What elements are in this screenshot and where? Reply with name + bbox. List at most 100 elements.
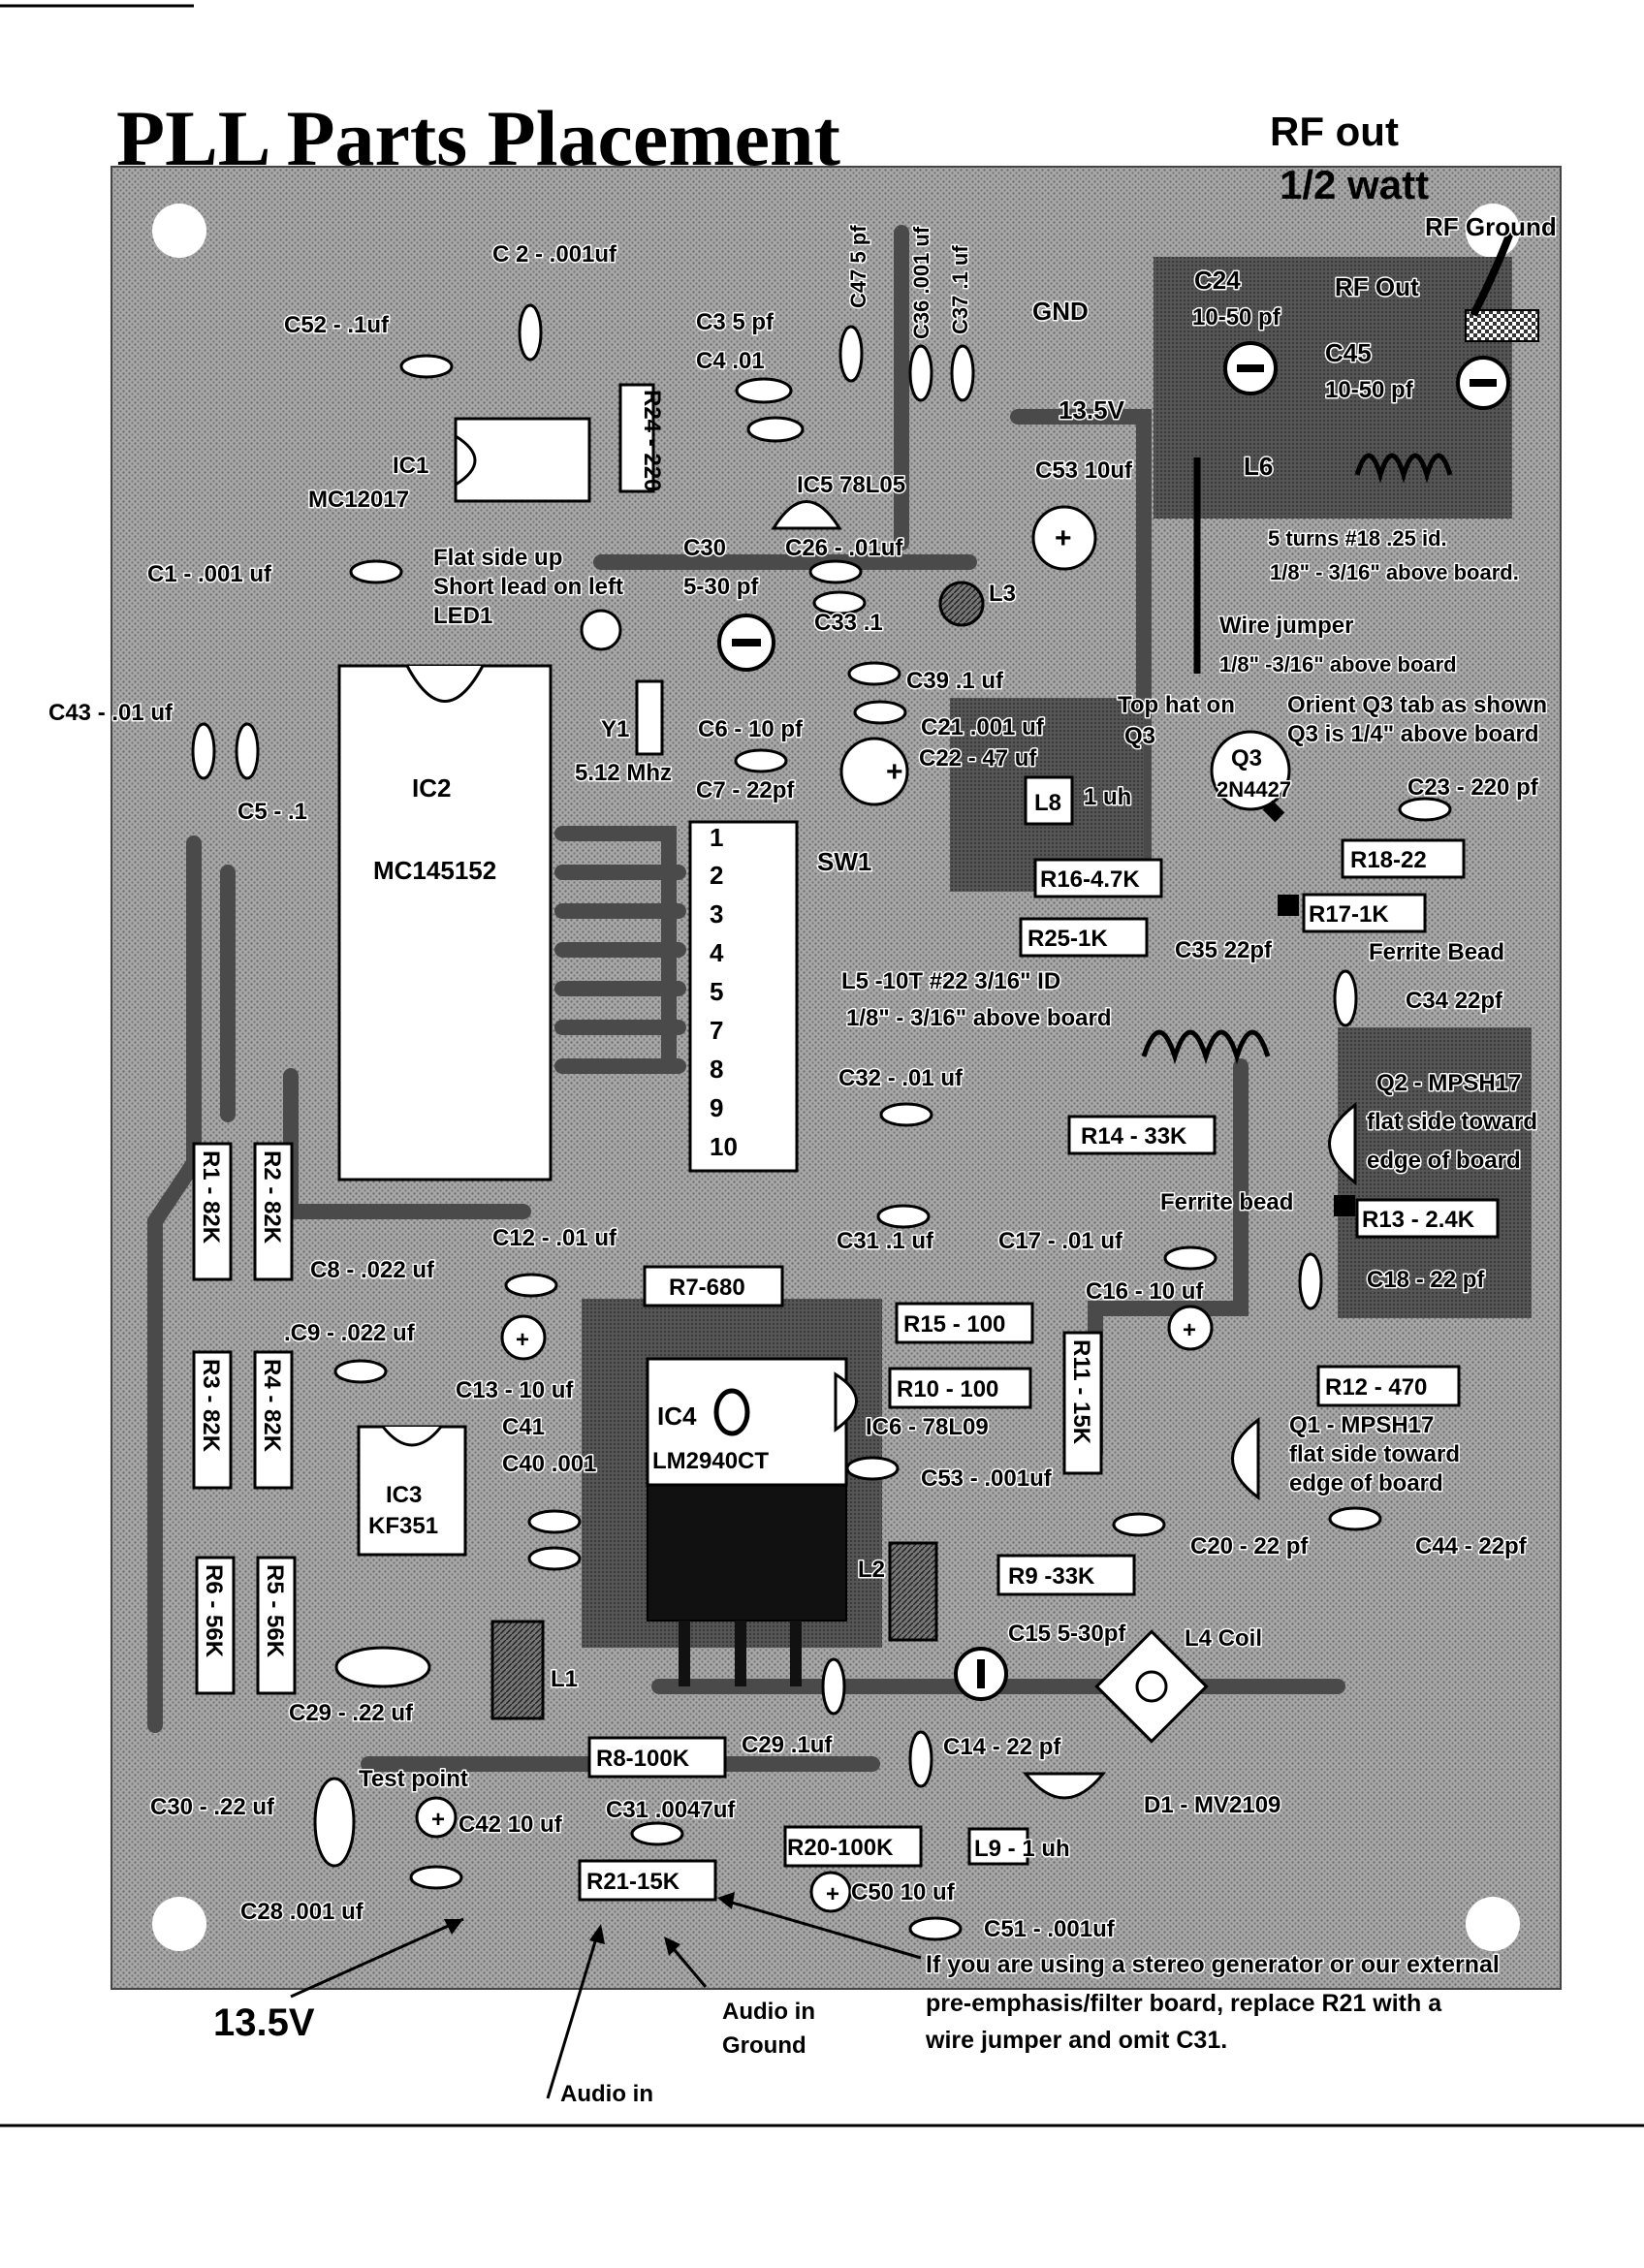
ground-plane	[1338, 1027, 1532, 1318]
svg-text:R5 - 56K: R5 - 56K	[262, 1564, 288, 1658]
l3-coil	[938, 581, 985, 627]
resistor-r25: R25-1K	[1019, 917, 1149, 958]
note-line-1: If you are using a stereo generator or o…	[926, 1951, 1500, 1978]
c22-polarity-icon: +	[886, 756, 903, 788]
svg-text:R15 - 100: R15 - 100	[903, 1311, 1005, 1338]
ic1-notch	[455, 434, 477, 487]
c42-electrolytic	[415, 1796, 458, 1839]
arrow-audio-in	[546, 1928, 601, 2099]
y1-crystal	[635, 679, 664, 756]
svg-text:R11 - 15K: R11 - 15K	[1068, 1339, 1094, 1445]
capacitor	[908, 1916, 963, 1941]
capacitor	[734, 748, 788, 773]
capacitor	[1163, 1245, 1217, 1271]
ic2-notch	[405, 665, 485, 703]
arrow-audio-in-head	[589, 1924, 605, 1944]
label-c30-value: 5-30 pf	[683, 574, 759, 600]
label-c23: C23 - 220 pf	[1407, 774, 1539, 801]
svg-text:R17-1K: R17-1K	[1309, 901, 1389, 928]
label-q1-flat: flat side toward	[1289, 1441, 1460, 1467]
label-c40: C40 .001	[502, 1451, 596, 1477]
resistor-r12: R12 - 470	[1316, 1365, 1461, 1407]
label-c41: C41	[502, 1414, 545, 1440]
label-c5: C5 - .1	[237, 799, 307, 825]
resistor-r20: R20-100K	[783, 1825, 923, 1868]
label-l4: L4 Coil	[1185, 1625, 1262, 1652]
label-c21: C21 .001 uf	[921, 714, 1045, 740]
q3-transistor	[1210, 730, 1291, 811]
mounting-hole	[152, 1897, 206, 1951]
label-c34: C34 22pf	[1406, 988, 1503, 1014]
ic4-leg	[735, 1621, 746, 1686]
ic4-hole	[713, 1388, 750, 1436]
label-l2: L2	[858, 1557, 885, 1583]
svg-text:R6 - 56K: R6 - 56K	[201, 1564, 227, 1658]
label-audio-in-ground-2: Ground	[722, 2032, 806, 2059]
label-ferrite-bead-2: Ferrite bead	[1160, 1189, 1293, 1215]
label-c51: C51 - .001uf	[984, 1916, 1116, 1942]
capacitor	[527, 1546, 582, 1571]
label-rf-ground: RF Ground	[1425, 212, 1557, 241]
c30-trimmer-slot	[732, 639, 761, 646]
rf-out-power: 1/2 watt	[1280, 162, 1429, 207]
label-c42: C42 10 uf	[458, 1811, 563, 1838]
label-c36: C36 .001 uf	[909, 226, 933, 339]
label-y1: Y1	[601, 716, 629, 742]
q1-transistor	[1231, 1416, 1260, 1501]
label-l8-value: 1 uh	[1084, 784, 1131, 810]
label-c4: C4 .01	[696, 348, 765, 374]
capacitor	[847, 661, 901, 686]
ic5-regulator	[771, 500, 842, 530]
note-line-2: pre-emphasis/filter board, replace R21 w…	[926, 1990, 1442, 2017]
label-c47: C47 5 pf	[846, 225, 870, 308]
arrow-13-5v	[290, 1917, 464, 1999]
ic4-leg	[679, 1621, 690, 1686]
label-short-lead: Short lead on left	[433, 574, 623, 600]
capacitor	[334, 1646, 431, 1688]
svg-text:R10 - 100: R10 - 100	[897, 1376, 998, 1402]
c22-electrolytic	[839, 737, 909, 806]
label-c44: C44 - 22pf	[1415, 1533, 1528, 1559]
label-c24: C24	[1194, 266, 1241, 295]
label-led1: LED1	[433, 603, 492, 629]
sw1-positions: 1 2 3 4 5 7 8 9 10	[710, 823, 738, 1161]
resistor-r16: R16-4.7K	[1033, 858, 1163, 898]
ic1-ref: IC1	[393, 453, 428, 479]
label-c30: C30	[683, 535, 726, 561]
svg-text:R8-100K: R8-100K	[596, 1746, 690, 1772]
capacitor	[313, 1777, 356, 1868]
label-flat-side: Flat side up	[433, 545, 562, 571]
label-l5-height: 1/8" - 3/16" above board	[846, 1005, 1112, 1031]
resistor-r13: R13 - 2.4K	[1355, 1198, 1500, 1239]
label-q2: Q2 - MPSH17	[1376, 1070, 1521, 1096]
c45-trimmer-slot	[1470, 379, 1497, 387]
label-c15: C15 5-30pf	[1008, 1621, 1126, 1647]
capacitor	[853, 700, 907, 725]
ic3-ref: IC3	[386, 1482, 422, 1508]
l1-inductor	[490, 1620, 545, 1720]
label-c14: C14 - 22 pf	[943, 1734, 1061, 1760]
resistor-r11: R11 - 15K	[1062, 1331, 1103, 1475]
label-top-hat-q3: Q3	[1124, 723, 1155, 749]
capacitor	[1333, 969, 1358, 1027]
c50-electrolytic	[809, 1871, 852, 1913]
resistor-r7: R7-680	[643, 1265, 784, 1307]
label-c43: C43 - .01 uf	[48, 700, 174, 726]
capacitor	[876, 1204, 931, 1229]
sw1-position: 2	[710, 861, 723, 890]
sw1-position: 8	[710, 1055, 723, 1084]
l5-coil	[1141, 1029, 1271, 1065]
svg-text:R25-1K: R25-1K	[1028, 926, 1108, 952]
label-gnd: GND	[1032, 297, 1089, 326]
svg-text:R18-22: R18-22	[1350, 847, 1427, 873]
label-c29b: C29 .1uf	[742, 1732, 833, 1758]
label-c45: C45	[1325, 338, 1372, 367]
label-orient-q3: Orient Q3 tab as shown	[1287, 692, 1547, 718]
capacitor	[808, 559, 863, 584]
ic3-notch	[381, 1426, 443, 1447]
label-c2: C 2 - .001uf	[492, 241, 617, 268]
sw1-position: 4	[710, 938, 724, 967]
ferrite-bead-icon	[1334, 1195, 1355, 1216]
page-title: PLL Parts Placement	[116, 94, 840, 182]
capacitor	[191, 722, 216, 780]
